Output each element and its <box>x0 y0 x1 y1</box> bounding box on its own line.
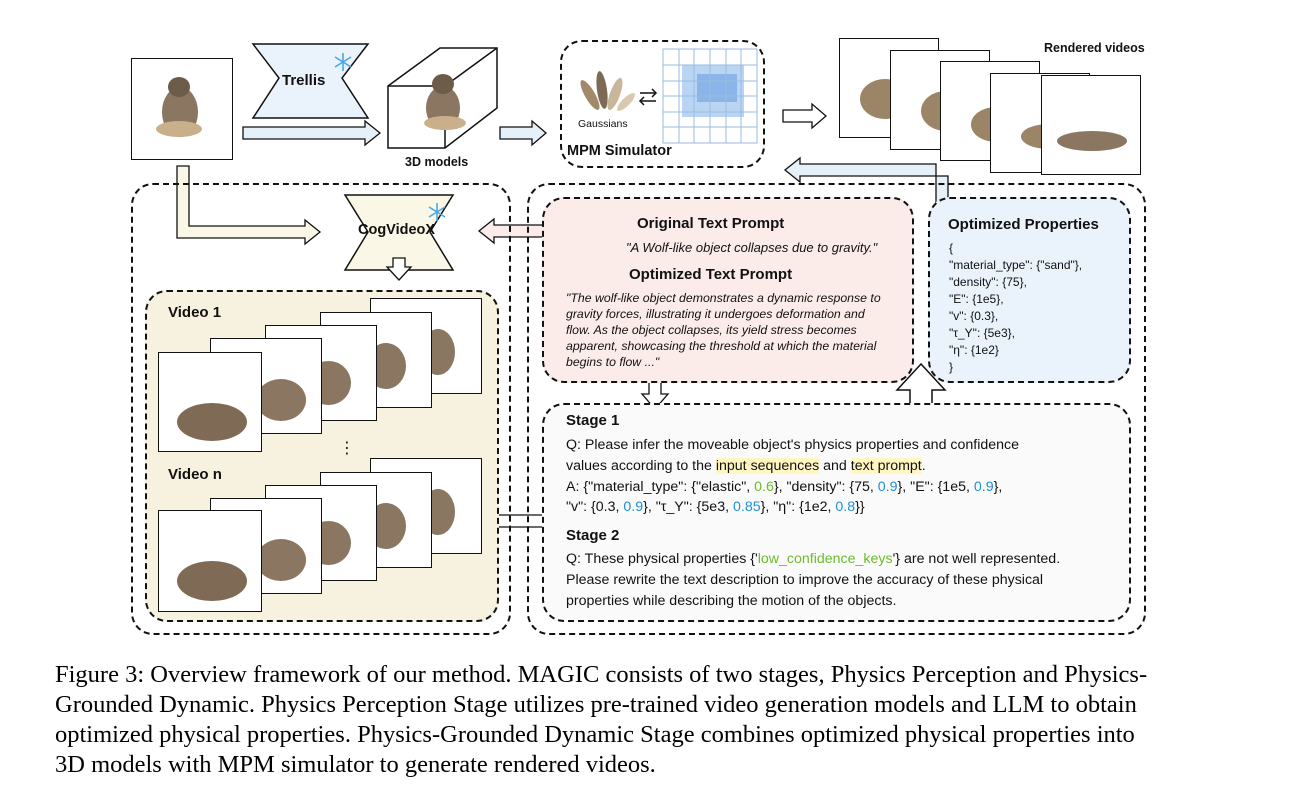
stage2-question-line3: properties while describing the motion o… <box>566 593 897 609</box>
caption-line: optimized physical properties. Physics-G… <box>55 721 1135 748</box>
property-line: "material_type": {"sand"}, <box>949 258 1083 272</box>
property-line: { <box>949 241 954 255</box>
input-image <box>131 58 233 160</box>
videon-label: Video n <box>168 466 222 483</box>
framework-figure: Trellis 3D models Gaussians MPM Simulato… <box>131 38 1146 635</box>
optimized-prompt-title: Optimized Text Prompt <box>629 266 793 283</box>
optimized-prompt-line: flow. As the object collapses, its yield… <box>566 323 857 337</box>
arrow-input-to-cogvideox <box>176 165 322 246</box>
stage1-question-line2: values according to the input sequences … <box>566 458 926 474</box>
arrow-input-to-3d <box>242 119 382 147</box>
property-line: "E": {1e5}, <box>949 292 1004 306</box>
mpm-simulator-label: MPM Simulator <box>567 143 672 159</box>
optimized-prompt-line: "The wolf-like object demonstrates a dyn… <box>566 291 881 305</box>
property-line: "η": {1e2} <box>949 343 999 357</box>
video-ellipsis: ⋮ <box>339 440 355 457</box>
caption-line: Grounded Dynamic. Physics Perception Sta… <box>55 691 1137 718</box>
arrow-mpm-to-rendered <box>782 102 827 130</box>
original-prompt-title: Original Text Prompt <box>637 215 785 232</box>
video1-frame-first <box>158 352 262 452</box>
prompt-panel <box>542 197 914 383</box>
optimized-prompt-line: apparent, showcasing the threshold at wh… <box>566 339 877 353</box>
arrow-cogvideox-to-videos <box>385 257 413 281</box>
caption-line: Figure 3: Overview framework of our meth… <box>55 661 1148 688</box>
optimized-properties-title: Optimized Properties <box>948 216 1099 233</box>
3d-models-label: 3D models <box>405 155 469 169</box>
videon-frame-first <box>158 510 262 612</box>
trellis-label: Trellis <box>282 72 326 89</box>
original-prompt-text: "A Wolf-like object collapses due to gra… <box>626 240 878 255</box>
snowflake-icon <box>334 53 446 221</box>
figure-caption: Figure 3: Overview framework of our meth… <box>55 660 1255 780</box>
stage2-question-line2: Please rewrite the text description to i… <box>566 572 1044 588</box>
rendered-frame <box>839 38 939 138</box>
properties-panel <box>928 197 1131 383</box>
cogvideox-shape <box>343 194 455 271</box>
optimized-prompt-line: begins to flow ..." <box>566 355 660 369</box>
stage-panel <box>542 403 1131 622</box>
stage1-answer-line2: "v": {0.3, 0.9}, "τ_Y": {5e3, 0.85}, "η"… <box>566 499 865 515</box>
arrow-properties-to-mpm <box>783 156 949 214</box>
mpm-illustration <box>580 48 758 144</box>
rendered-videos-label: Rendered videos <box>1044 41 1145 55</box>
stage1-title: Stage 1 <box>566 412 620 429</box>
perception-panel <box>131 183 511 635</box>
arrow-3d-to-mpm <box>499 119 547 147</box>
stage1-question-line1: Q: Please infer the moveable object's ph… <box>566 437 1020 453</box>
stage1-answer-line1: A: {"material_type": {"elastic", 0.6}, "… <box>566 479 1003 495</box>
3d-model-object <box>418 72 468 132</box>
arrow-prompt-to-stage <box>640 380 670 410</box>
video1-label: Video 1 <box>168 304 222 321</box>
property-line: "density": {75}, <box>949 275 1027 289</box>
gaussians-label: Gaussians <box>578 118 628 130</box>
property-line: } <box>949 360 954 374</box>
property-line: "τ_Y": {5e3}, <box>949 326 1015 340</box>
property-line: "v": {0.3}, <box>949 309 999 323</box>
llm-panel <box>527 183 1146 635</box>
trellis-shape <box>251 43 370 119</box>
rendered-frame-last <box>1041 75 1141 175</box>
cogvideox-label: CogVideoX <box>358 222 436 238</box>
stage2-question-line1: Q: These physical properties {'low_confi… <box>566 551 1061 567</box>
optimized-prompt-line: gravity forces, illustrating it undergoe… <box>566 307 865 321</box>
caption-line: 3D models with MPM simulator to generate… <box>55 751 656 778</box>
stage2-title: Stage 2 <box>566 527 620 544</box>
